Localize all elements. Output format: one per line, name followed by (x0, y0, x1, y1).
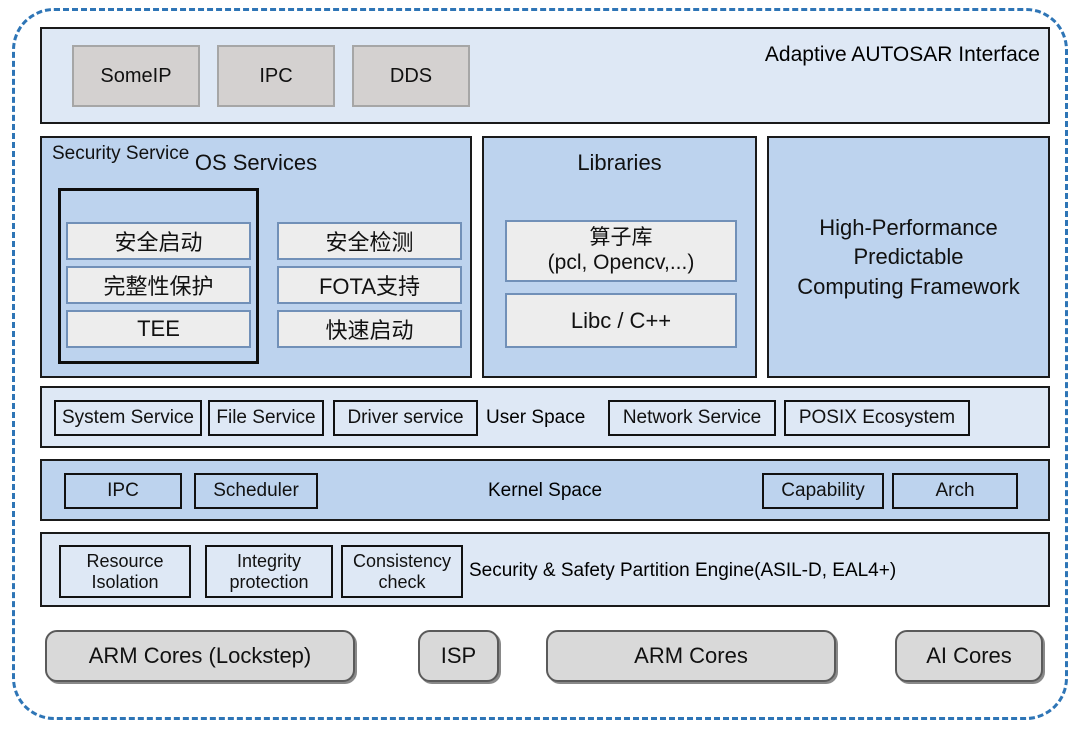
diagram-outer-boundary (12, 8, 1068, 720)
os-services-panel: OS Services Security Service 安全启动 完整性保护 … (40, 136, 472, 378)
chip-dds[interactable]: DDS (352, 45, 470, 107)
libraries-title: Libraries (577, 150, 662, 175)
user-space-item-system-service[interactable]: System Service (54, 400, 202, 436)
user-space-item-driver-service[interactable]: Driver service (333, 400, 478, 436)
safety-item-integrity-protection-line2: protection (229, 571, 309, 592)
security-service-box (58, 188, 259, 364)
hardware-item-arm-cores[interactable]: ARM Cores (546, 630, 836, 682)
hpc-framework-line3: Computing Framework (797, 273, 1020, 299)
security-safety-partition-row: Resource Isolation Integrity protection … (40, 532, 1050, 607)
kernel-item-ipc[interactable]: IPC (64, 473, 182, 509)
security-item-tee[interactable]: TEE (66, 310, 251, 348)
hardware-item-arm-cores-lockstep[interactable]: ARM Cores (Lockstep) (45, 630, 355, 682)
user-space-label: User Space (486, 407, 586, 428)
kernel-space-row: IPC Scheduler Kernel Space Capability Ar… (40, 459, 1050, 521)
safety-item-resource-isolation-line1: Resource (86, 551, 164, 572)
os-service-item-fota-support[interactable]: FOTA支持 (277, 266, 462, 304)
safety-item-resource-isolation-line2: Isolation (91, 571, 159, 592)
safety-item-resource-isolation[interactable]: Resource Isolation (59, 545, 191, 598)
kernel-item-arch[interactable]: Arch (892, 473, 1018, 509)
os-services-title: OS Services (194, 150, 318, 175)
hpc-framework-line2: Predictable (853, 244, 964, 270)
safety-item-consistency-check-line1: Consistency (352, 551, 452, 572)
hardware-item-isp[interactable]: ISP (418, 630, 499, 682)
os-service-item-security-detection[interactable]: 安全检测 (277, 222, 462, 260)
hpc-framework-line1: High-Performance (819, 215, 998, 241)
kernel-item-capability[interactable]: Capability (762, 473, 884, 509)
user-space-row: System Service File Service Driver servi… (40, 386, 1050, 448)
security-item-integrity-protection[interactable]: 完整性保护 (66, 266, 251, 304)
adaptive-autosar-interface-label: Adaptive AUTOSAR Interface (764, 43, 1040, 66)
security-safety-partition-label: Security & Safety Partition Engine(ASIL-… (469, 560, 897, 581)
safety-item-consistency-check[interactable]: Consistency check (341, 545, 463, 598)
library-item-operator-library-line2: (pcl, Opencv,...) (547, 251, 695, 274)
library-item-operator-library-line1: 算子库 (589, 226, 653, 250)
chip-ipc[interactable]: IPC (217, 45, 335, 107)
hardware-item-ai-cores[interactable]: AI Cores (895, 630, 1043, 682)
hpc-framework-text: High-Performance Predictable Computing F… (769, 138, 1048, 376)
security-service-title: Security Service (52, 143, 190, 164)
security-item-secure-boot[interactable]: 安全启动 (66, 222, 251, 260)
user-space-item-network-service[interactable]: Network Service (608, 400, 776, 436)
user-space-item-posix-ecosystem[interactable]: POSIX Ecosystem (784, 400, 970, 436)
library-item-libc-cpp[interactable]: Libc / C++ (505, 293, 737, 348)
services-band: OS Services Security Service 安全启动 完整性保护 … (40, 136, 1050, 378)
chip-someip[interactable]: SomeIP (72, 45, 200, 107)
kernel-item-scheduler[interactable]: Scheduler (194, 473, 318, 509)
library-item-operator-library[interactable]: 算子库 (pcl, Opencv,...) (505, 220, 737, 282)
safety-item-consistency-check-line2: check (378, 571, 426, 592)
libraries-panel: Libraries 算子库 (pcl, Opencv,...) Libc / C… (482, 136, 757, 378)
hardware-row: ARM Cores (Lockstep) ISP ARM Cores AI Co… (40, 622, 1050, 694)
hpc-framework-panel: High-Performance Predictable Computing F… (767, 136, 1050, 378)
safety-item-integrity-protection[interactable]: Integrity protection (205, 545, 333, 598)
adaptive-autosar-interface-row: SomeIP IPC DDS Adaptive AUTOSAR Interfac… (40, 27, 1050, 124)
kernel-space-label: Kernel Space (487, 480, 603, 501)
safety-item-integrity-protection-line1: Integrity (236, 551, 302, 572)
user-space-item-file-service[interactable]: File Service (208, 400, 324, 436)
os-service-item-fast-boot[interactable]: 快速启动 (277, 310, 462, 348)
